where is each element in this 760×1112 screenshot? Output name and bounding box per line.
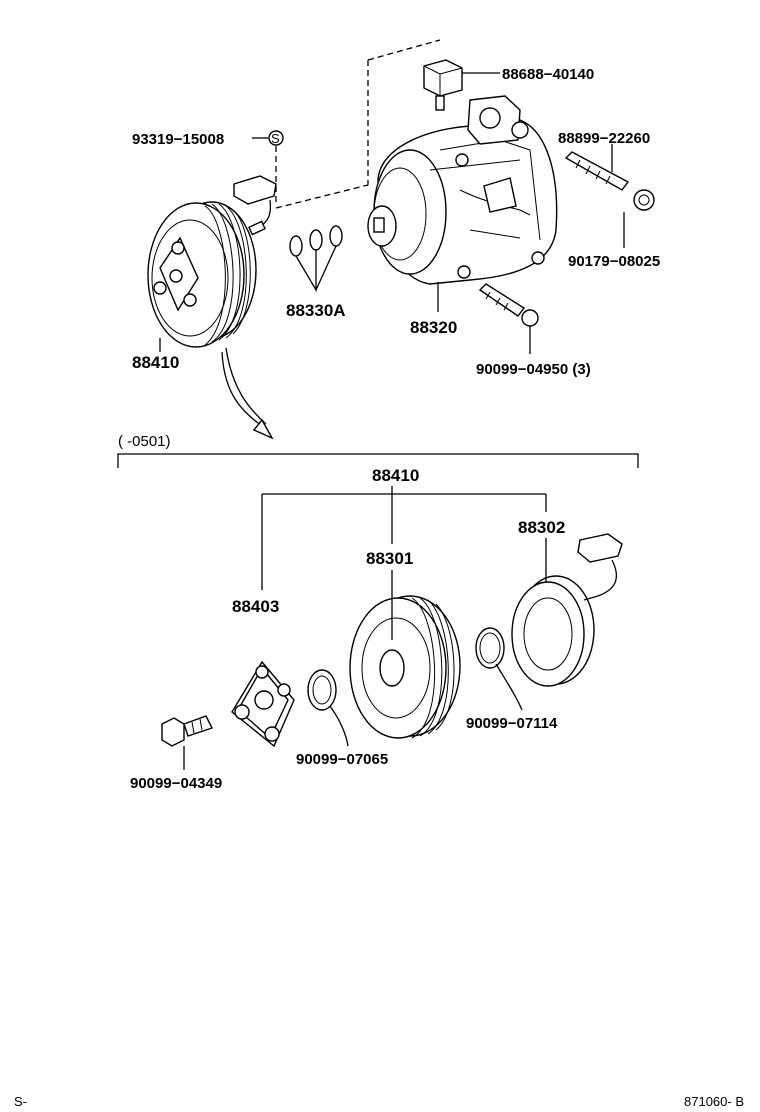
snap-ring-part	[475, 627, 505, 669]
hub-plate-part	[231, 660, 295, 748]
applicable-range: ( -0501)	[118, 433, 171, 450]
screw-part	[268, 130, 284, 146]
pressure-switch-part	[423, 59, 463, 111]
label-90099-07114: 90099−07114	[466, 715, 558, 732]
label-88410-upper: 88410	[132, 353, 179, 372]
label-90099-04950: 90099−04950 (3)	[476, 361, 591, 378]
hub-bolt-part	[161, 715, 213, 747]
compressor-body	[367, 95, 558, 285]
arrow-head	[252, 418, 274, 440]
label-90179-08025: 90179−08025	[568, 253, 660, 270]
label-88688-40140: 88688−40140	[502, 66, 594, 83]
shim-part	[307, 669, 337, 711]
label-88403: 88403	[232, 597, 279, 616]
leader-line	[295, 245, 337, 293]
label-88301: 88301	[366, 549, 413, 568]
mounting-bolt-part	[478, 283, 539, 327]
label-93319-15008: 93319−15008	[132, 131, 224, 148]
breakdown-arrow	[221, 347, 269, 431]
label-90099-04349: 90099−04349	[130, 775, 222, 792]
label-88410-lower: 88410	[372, 466, 419, 485]
label-88320: 88320	[410, 318, 457, 337]
clutch-wire-connector	[233, 175, 277, 236]
leader-line	[329, 705, 349, 747]
tree-line	[261, 486, 547, 590]
label-88302: 88302	[518, 518, 565, 537]
label-90099-07065: 90099−07065	[296, 751, 388, 768]
leader-line	[495, 663, 523, 711]
field-coil-part	[511, 533, 623, 687]
stud-bolt-part	[564, 151, 630, 191]
nut-part	[633, 189, 655, 211]
label-88330a: 88330A	[286, 301, 346, 320]
phantom-line	[275, 39, 441, 209]
svg-text:S: S	[271, 131, 280, 146]
footer-figure-number: 871060- B	[684, 1094, 744, 1109]
pulley-assembly-upper	[147, 201, 257, 348]
pulley-part	[349, 595, 461, 739]
label-88899-22260: 88899−22260	[558, 130, 650, 147]
footer-left-code: S-	[14, 1094, 27, 1109]
range-bracket	[117, 453, 639, 468]
